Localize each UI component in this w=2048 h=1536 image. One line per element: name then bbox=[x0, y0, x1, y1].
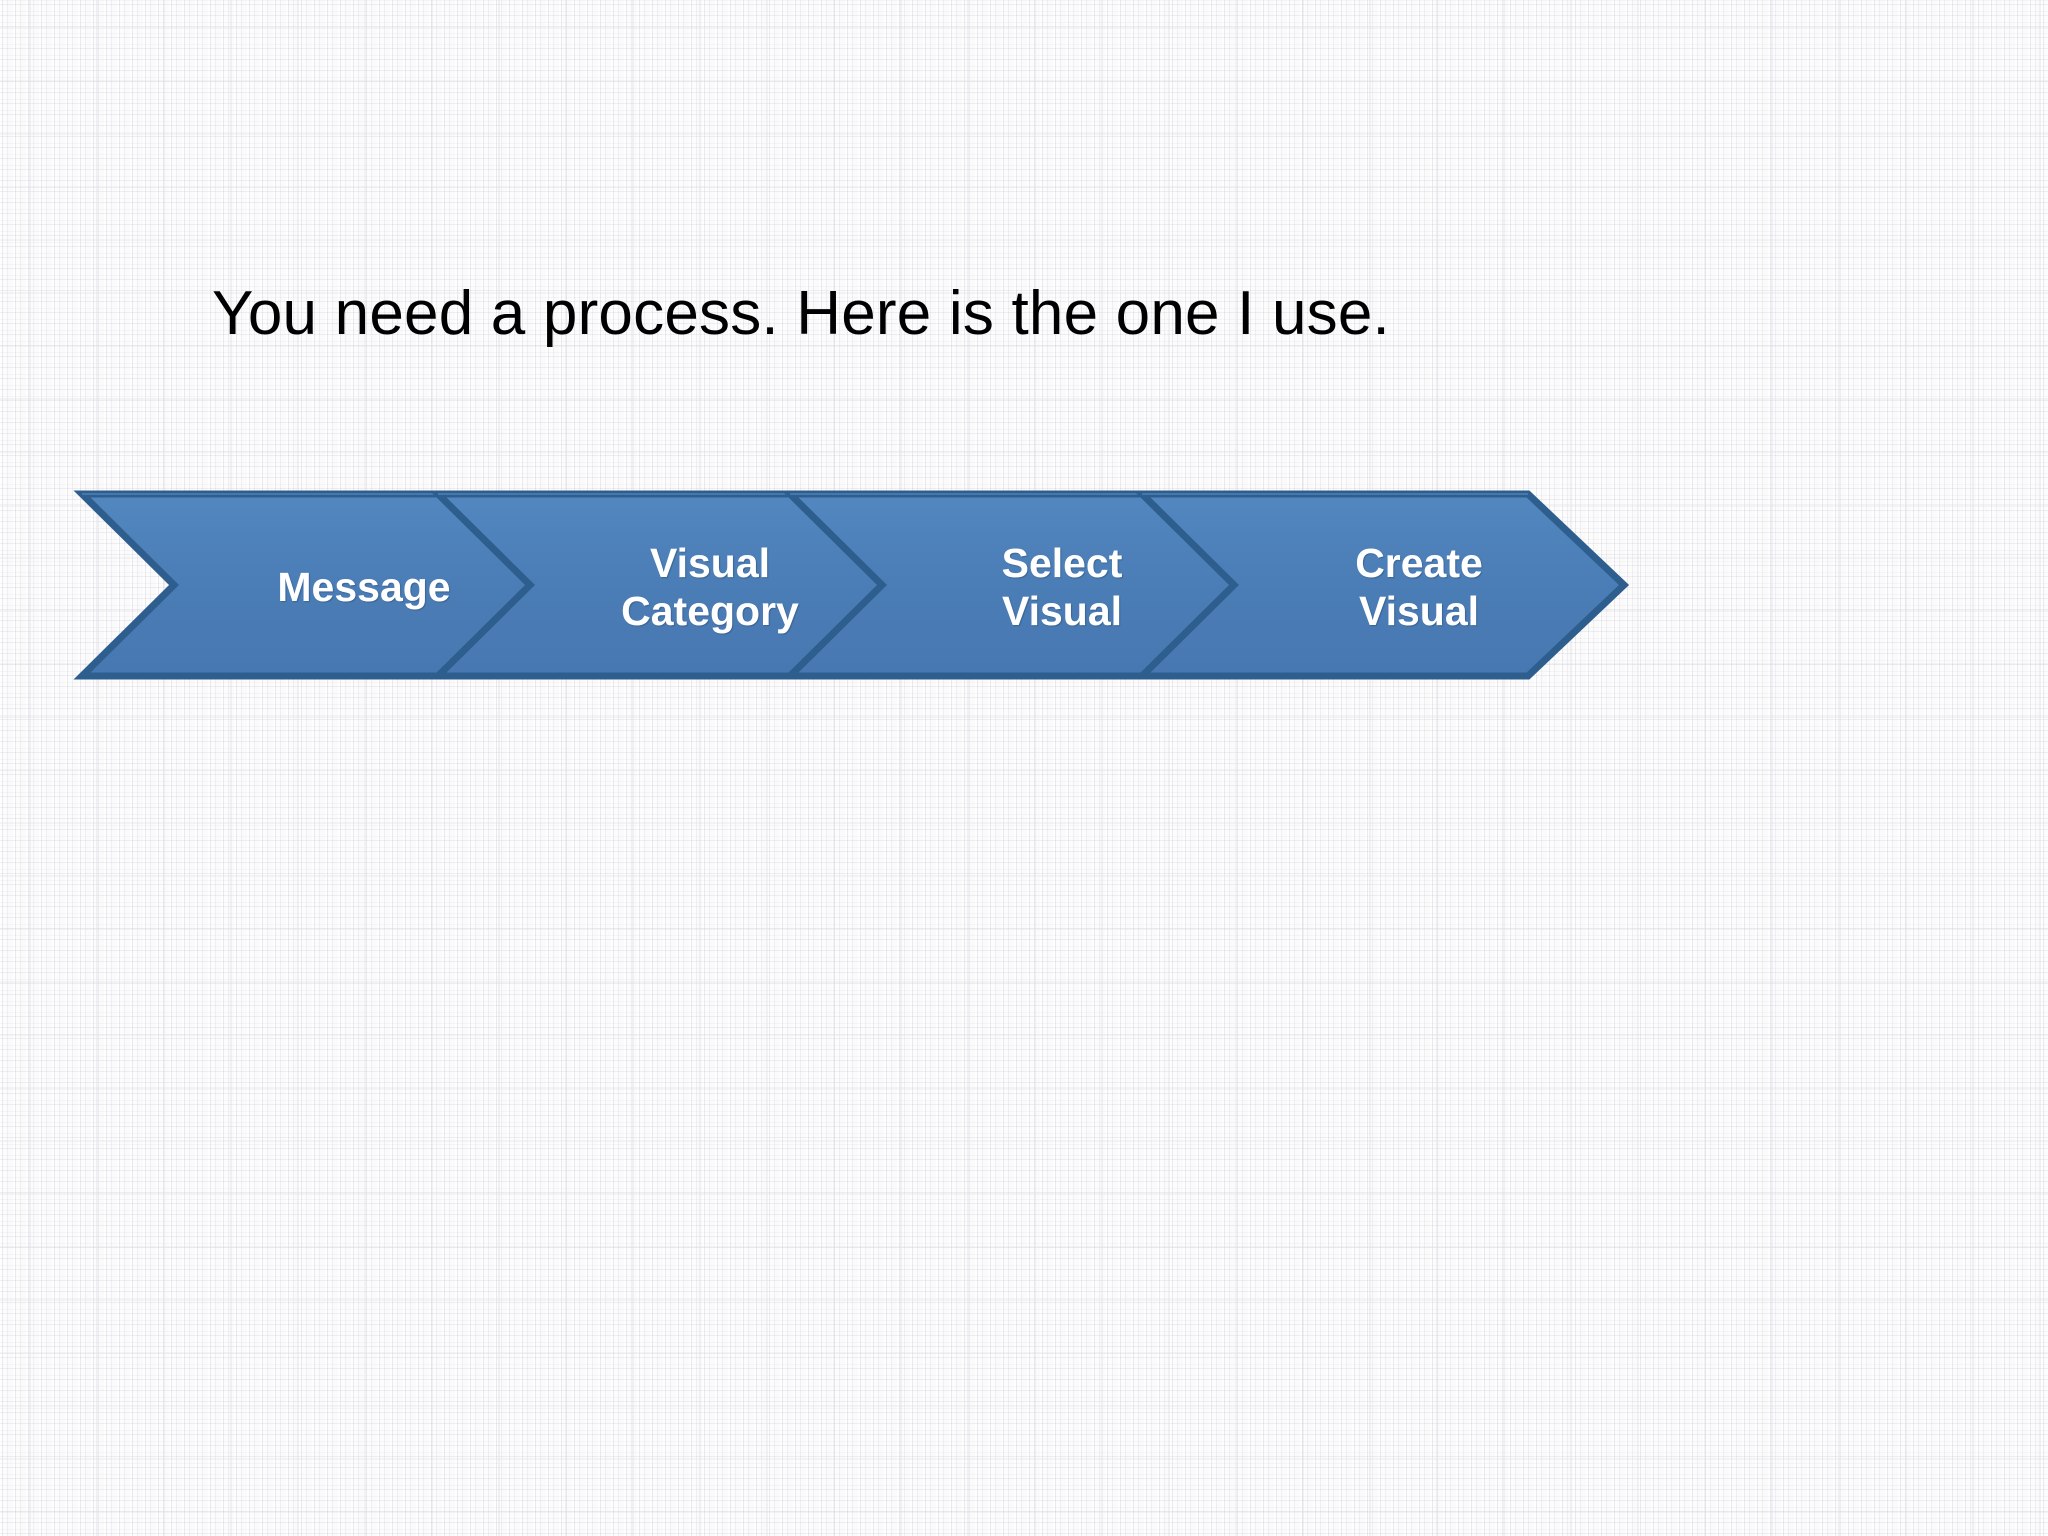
process-chevron-diagram: Message Visual Category bbox=[0, 480, 2048, 700]
chevron-shape-icon bbox=[1133, 490, 1630, 680]
page-title: You need a process. Here is the one I us… bbox=[212, 279, 1390, 348]
process-step-4[interactable]: Create Visual bbox=[1133, 480, 1630, 690]
